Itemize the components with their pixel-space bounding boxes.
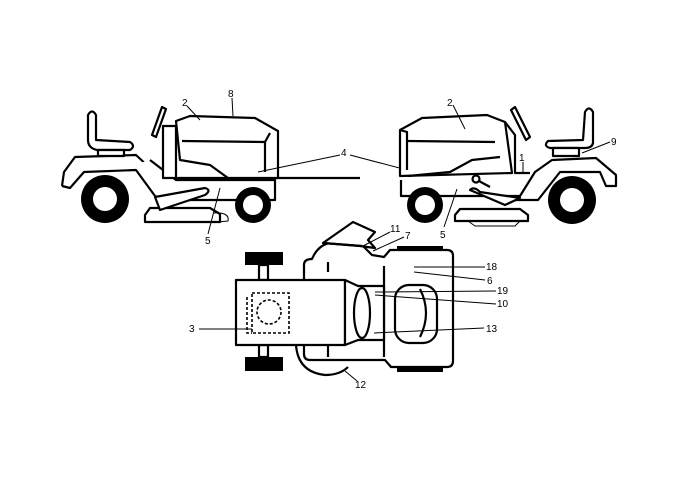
callout-label: 19 (497, 286, 509, 297)
pedal (153, 186, 210, 212)
front-tire-top (397, 246, 443, 251)
leader-line (186, 105, 201, 121)
deck-skirt (467, 220, 521, 227)
rear-fender (399, 156, 618, 202)
leader-line (374, 294, 497, 305)
leader-line (581, 141, 611, 154)
leader-line (452, 104, 466, 130)
pedal (468, 187, 522, 207)
axle (257, 343, 270, 359)
leader-line (344, 370, 358, 382)
callout-label: 7 (405, 231, 411, 242)
seat-base (551, 146, 581, 158)
callout-label: 2 (182, 98, 188, 109)
right-side-view: 2 1 9 5 (398, 98, 618, 241)
grille-line (399, 128, 409, 170)
top-view: 11 7 18 6 19 10 13 3 12 (189, 220, 509, 391)
seat (86, 110, 135, 152)
engine-outline (251, 292, 290, 334)
leader-line (257, 154, 341, 173)
steering-column (161, 124, 178, 180)
leader-line (413, 271, 486, 281)
callout-label: 11 (390, 224, 401, 235)
discharge-guard (294, 344, 349, 377)
hood-line (407, 139, 496, 144)
leader-line (372, 236, 405, 252)
air-filter-outline (256, 299, 282, 325)
hood (398, 113, 514, 178)
steering-wheel (150, 105, 168, 139)
chute-outline (212, 212, 229, 223)
callout-label: 6 (487, 276, 493, 287)
leader-line (207, 187, 221, 235)
callout-label: 2 (447, 98, 453, 109)
leader-line (373, 327, 485, 334)
front-hub (415, 195, 435, 215)
mower-deck (143, 206, 222, 224)
callout-label: 18 (486, 262, 498, 273)
body-line (407, 155, 501, 178)
steering-wheel (509, 105, 532, 142)
rear-tire-top (245, 252, 283, 265)
leader-line (374, 290, 497, 293)
steering-wheel-top (393, 283, 439, 345)
callout-label: 8 (228, 89, 234, 100)
engine-outline-side (246, 297, 252, 334)
rear-hub (560, 188, 584, 212)
callout-label: 13 (486, 324, 498, 335)
callout-label: 3 (189, 324, 195, 335)
mower-deck (453, 207, 530, 223)
front-tire-bottom (397, 367, 443, 372)
steering-rim (419, 288, 428, 338)
callout-label: 4 (341, 148, 347, 159)
callout-label: 10 (497, 299, 509, 310)
callout-label: 5 (205, 236, 211, 247)
hood (174, 114, 280, 180)
fuel-cap (352, 286, 372, 340)
leader-line (362, 231, 391, 247)
left-side-view: 2 8 4 5 (60, 89, 360, 247)
leader-line (443, 188, 458, 228)
engine-hood-top (234, 278, 347, 347)
rear-hub (93, 187, 117, 211)
chute-line (322, 241, 363, 248)
seat (544, 107, 595, 150)
callout-label: 5 (440, 230, 446, 241)
lever-knob (471, 174, 481, 184)
front-hub (243, 195, 263, 215)
axle (257, 263, 270, 282)
seat-base (96, 148, 126, 158)
leader-line (231, 97, 234, 117)
rear-tire-bottom (245, 357, 283, 371)
lever (478, 180, 491, 188)
callout-label: 1 (519, 153, 525, 164)
callout-label: 12 (355, 380, 367, 391)
callout-label: 9 (611, 137, 617, 148)
